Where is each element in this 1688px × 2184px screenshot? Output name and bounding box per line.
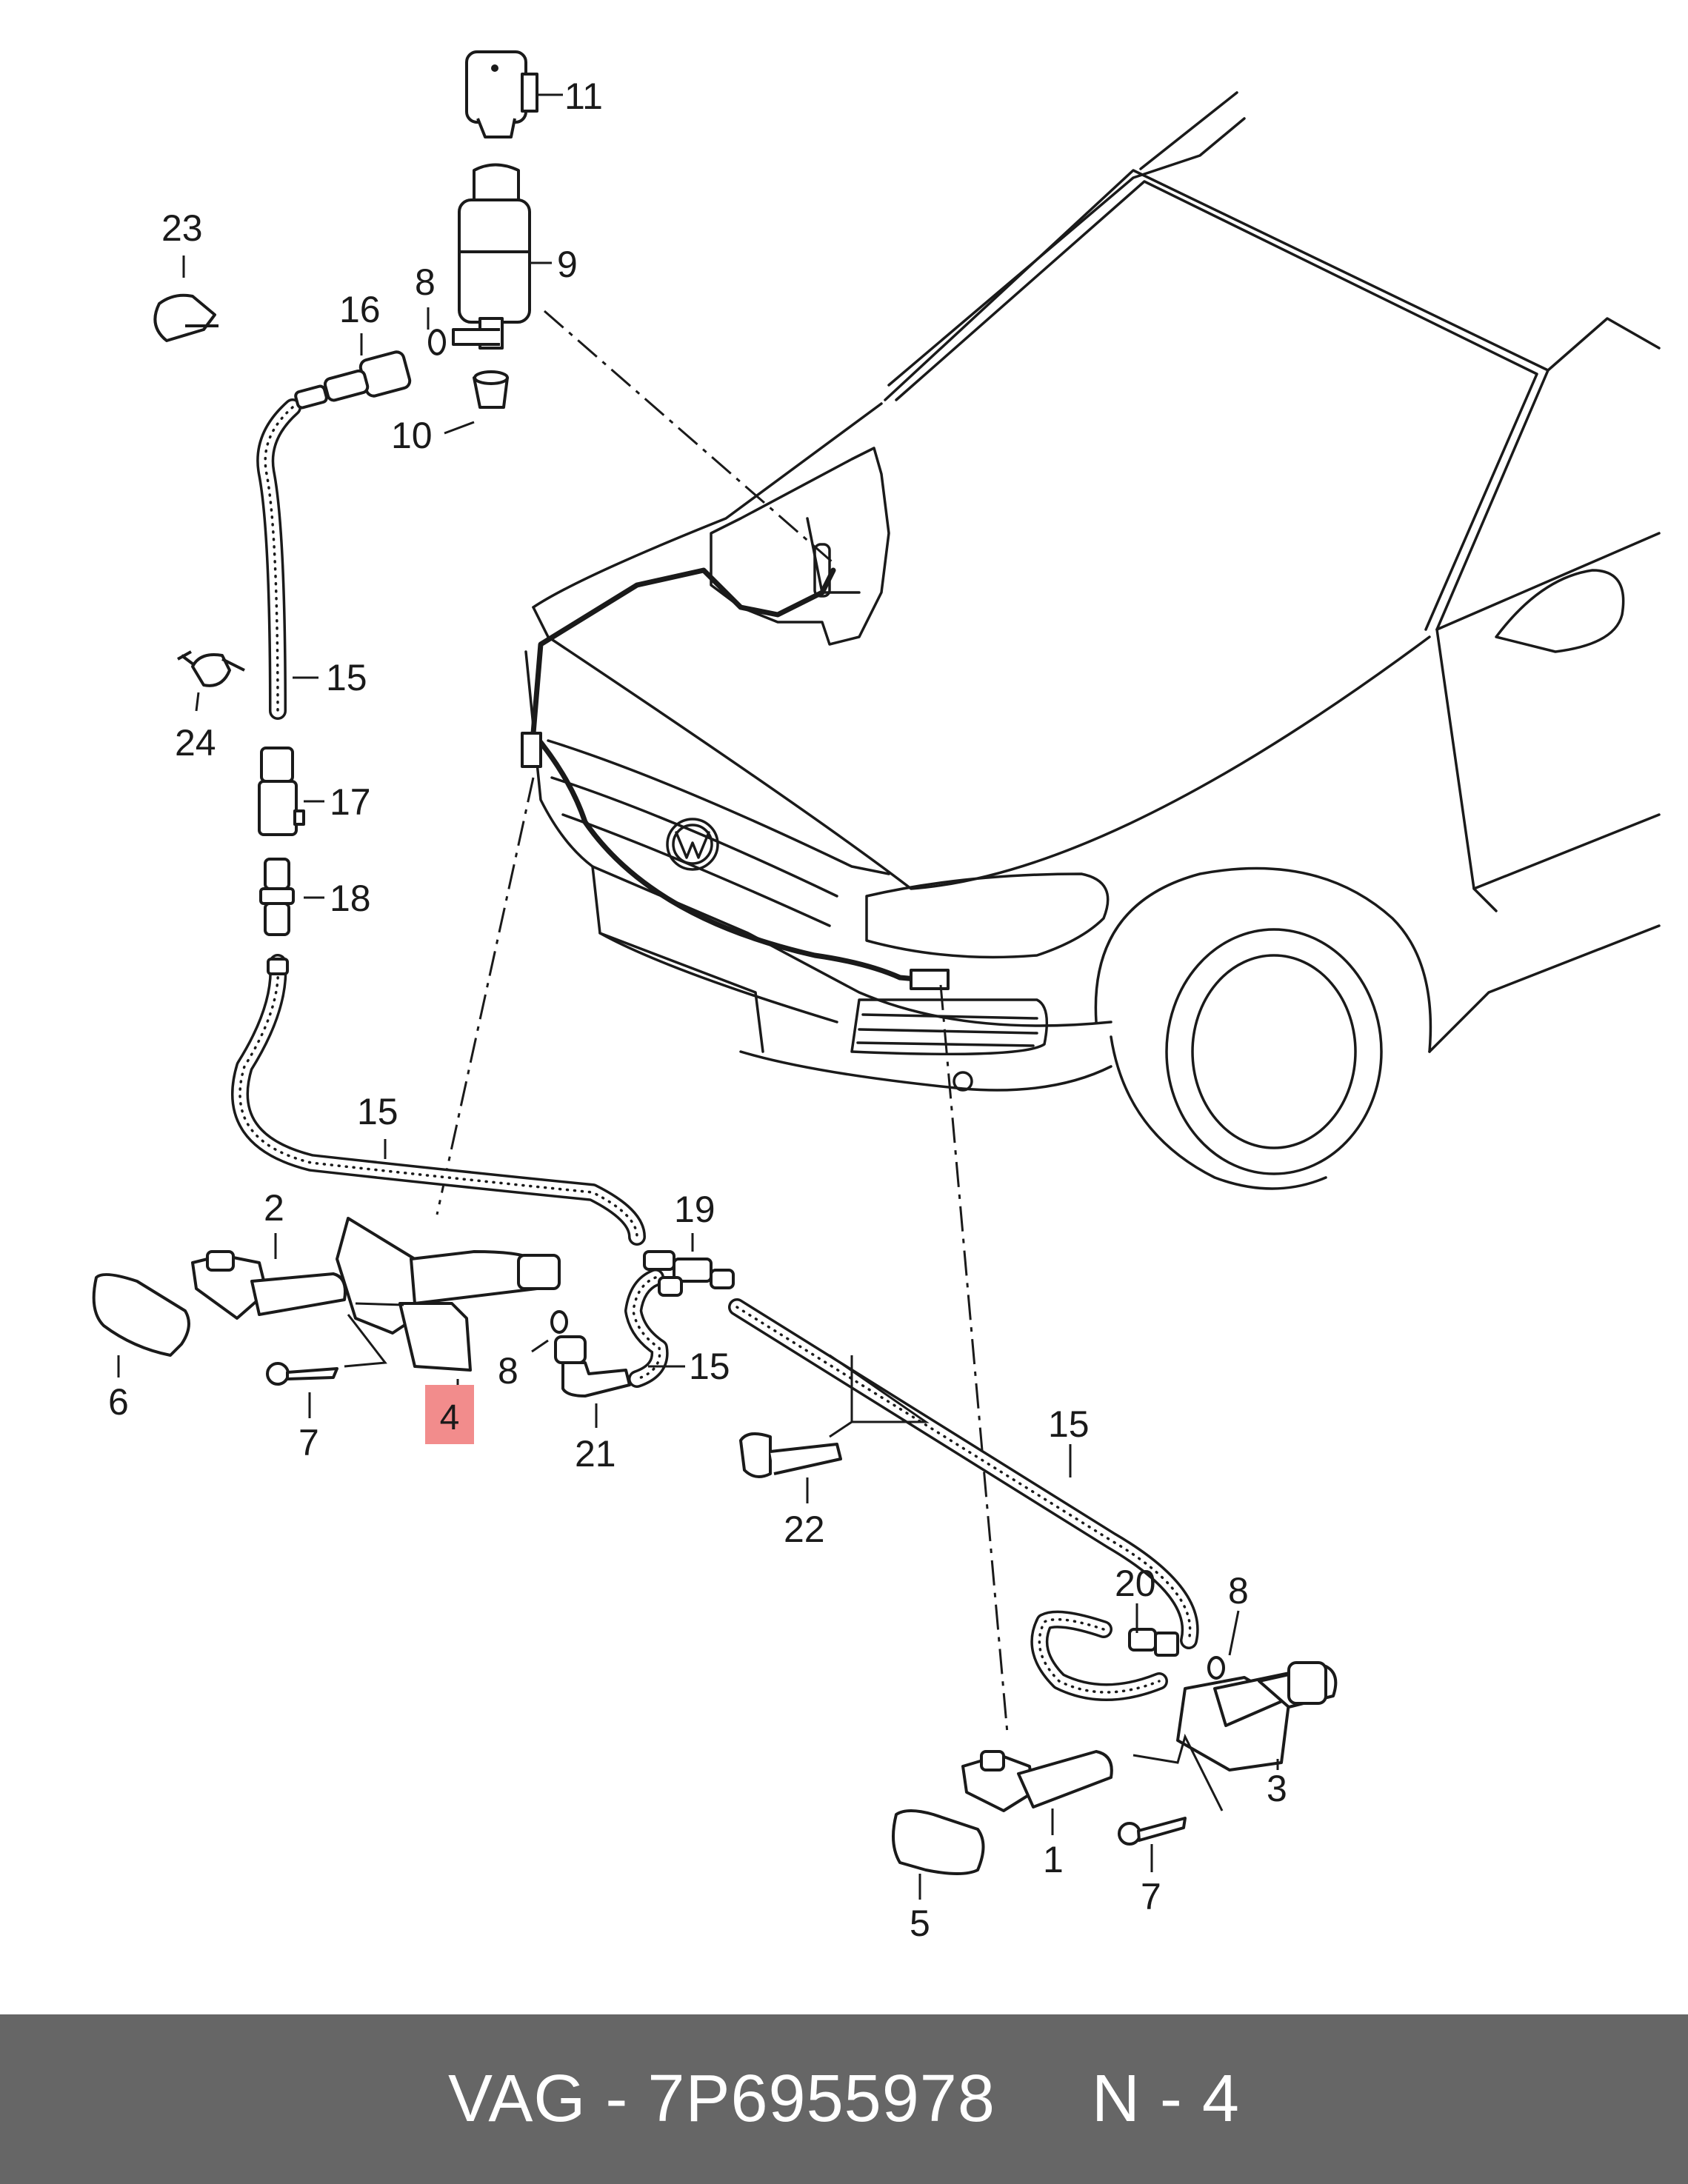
connector-20 — [1128, 1628, 1179, 1657]
clip-22 — [739, 1432, 842, 1478]
hose-15-long — [728, 1298, 1199, 1649]
bracket-4 — [336, 1217, 561, 1372]
callout-16: 16 — [339, 289, 381, 330]
washer-nozzle-2 — [191, 1250, 347, 1320]
callout-leaders — [117, 93, 1279, 1900]
bracket-3 — [1176, 1661, 1338, 1771]
clip-pointer — [829, 1354, 930, 1438]
highlight-box — [425, 1385, 474, 1444]
washer-cap-6 — [92, 1273, 190, 1357]
wiring-harness — [530, 567, 944, 984]
reference-line — [436, 777, 535, 1215]
harness-connector — [521, 732, 542, 768]
o-ring-8 — [1207, 1656, 1225, 1680]
callout-15: 15 — [1048, 1403, 1090, 1445]
parts-diagram: 11 9 8 10 23 16 15 24 17 18 15 2 6 7 4 8… — [92, 50, 1661, 1944]
connector-11 — [465, 50, 538, 138]
callout-2: 2 — [264, 1187, 284, 1229]
assembly-bracket-line — [355, 1302, 404, 1306]
callout-5: 5 — [910, 1903, 930, 1944]
y-connector-19 — [643, 1250, 735, 1297]
callout-15: 15 — [689, 1346, 730, 1387]
callout-8: 8 — [415, 261, 436, 303]
callout-6: 6 — [108, 1381, 129, 1423]
hose-15 — [256, 398, 301, 720]
connector-16 — [294, 350, 412, 410]
assembly-bracket-line — [1132, 1733, 1224, 1811]
clamp-24 — [177, 650, 245, 687]
reference-line — [544, 310, 834, 564]
callout-3: 3 — [1267, 1768, 1287, 1809]
connector-17 — [258, 747, 305, 836]
vehicle-outline — [524, 91, 1661, 1190]
callout-18: 18 — [330, 878, 371, 919]
callout-labels: 11 9 8 10 23 16 15 24 17 18 15 2 6 7 4 8… — [108, 76, 1287, 1944]
hose-15-lower — [231, 954, 646, 1246]
callout-19: 19 — [674, 1189, 715, 1230]
callout-8: 8 — [498, 1350, 518, 1392]
callout-7: 7 — [298, 1422, 319, 1463]
clip-23 — [153, 293, 218, 342]
screw-7 — [1118, 1817, 1187, 1846]
reference-line — [939, 984, 1009, 1734]
callout-11: 11 — [564, 76, 603, 117]
callout-15: 15 — [326, 657, 367, 698]
connector-18 — [259, 858, 295, 936]
grommet-10 — [473, 370, 509, 409]
hose-15-branch — [624, 1269, 669, 1388]
washer-pump-9 — [452, 163, 531, 350]
elbow-21 — [554, 1335, 631, 1397]
highlight-part-4: 4 — [425, 1385, 474, 1444]
callout-7: 7 — [1141, 1876, 1161, 1917]
callout-17: 17 — [330, 781, 371, 823]
callout-22: 22 — [784, 1509, 825, 1550]
screw-7 — [266, 1362, 338, 1386]
washer-nozzle-1 — [961, 1750, 1113, 1812]
callout-1: 1 — [1043, 1839, 1064, 1880]
callout-24: 24 — [175, 722, 216, 764]
part-number-footer: VAG - 7P6955978 N - 4 — [0, 2014, 1688, 2184]
washer-cap-5 — [892, 1809, 985, 1875]
callout-20: 20 — [1115, 1563, 1156, 1604]
callout-10: 10 — [391, 415, 433, 456]
hose-20-loop — [1030, 1610, 1168, 1701]
callout-4: 4 — [440, 1398, 460, 1437]
o-ring-8 — [550, 1310, 568, 1334]
callout-21: 21 — [575, 1433, 616, 1475]
callout-9: 9 — [557, 244, 578, 285]
callout-15: 15 — [357, 1091, 398, 1132]
callout-23: 23 — [161, 207, 203, 249]
assembly-bracket-line — [344, 1314, 387, 1368]
harness-connector — [910, 969, 950, 990]
hose-end — [267, 958, 289, 975]
o-ring-8 — [428, 329, 446, 355]
callout-8: 8 — [1228, 1570, 1249, 1612]
part-number-text: VAG - 7P6955978 N - 4 — [448, 2062, 1240, 2136]
